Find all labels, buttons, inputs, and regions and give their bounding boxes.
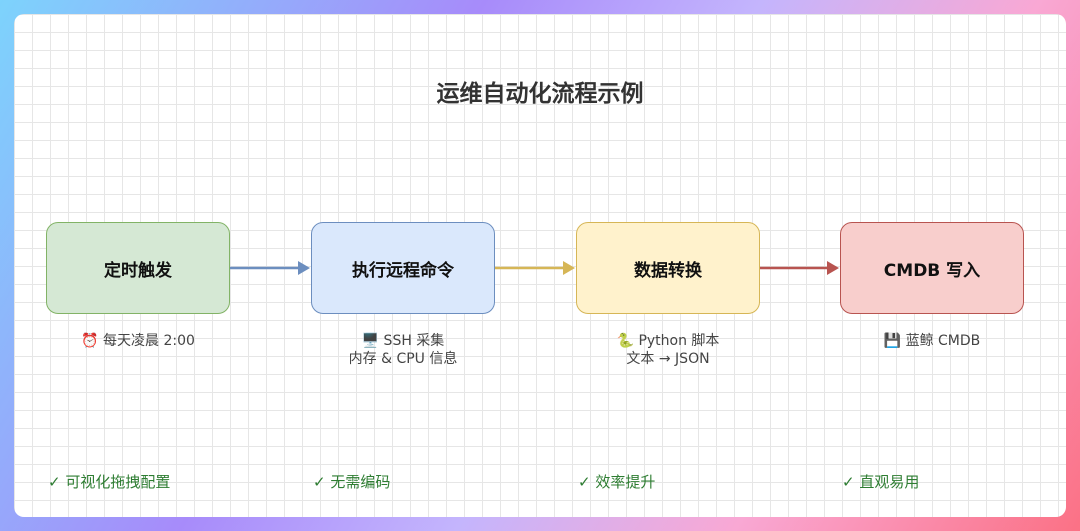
- benefit-easy-use: ✓ 直观易用: [842, 473, 920, 491]
- flow-arrows: [230, 261, 839, 275]
- node-remote-command[interactable]: 执行远程命令: [311, 222, 495, 314]
- benefit-no-code: ✓ 无需编码: [313, 473, 391, 491]
- diagram-title: 运维自动化流程示例: [436, 81, 644, 107]
- note-line: 内存 & CPU 信息: [348, 351, 458, 367]
- diagram-canvas: 运维自动化流程示例 定时触发 执行远程命令 数据转换 CMDB 写入 ⏰ 每天凌…: [14, 14, 1066, 517]
- note-transform: 🐍 Python 脚本 文本 → JSON: [538, 332, 798, 368]
- note-line: 文本 → JSON: [626, 351, 710, 367]
- arrow-remote-to-transform: [495, 261, 575, 275]
- benefit-efficiency: ✓ 效率提升: [578, 473, 656, 491]
- note-line: ⏰ 每天凌晨 2:00: [81, 333, 195, 349]
- node-data-transform[interactable]: 数据转换: [576, 222, 760, 314]
- note-remote: 🖥️ SSH 采集 内存 & CPU 信息: [273, 332, 533, 368]
- node-cmdb-write[interactable]: CMDB 写入: [840, 222, 1024, 314]
- arrow-trigger-to-remote: [230, 261, 310, 275]
- note-trigger: ⏰ 每天凌晨 2:00: [14, 332, 268, 350]
- note-line: 🖥️ SSH 采集: [361, 333, 445, 349]
- node-scheduled-trigger[interactable]: 定时触发: [46, 222, 230, 314]
- note-cmdb: 💾 蓝鲸 CMDB: [802, 332, 1062, 350]
- note-line: 🐍 Python 脚本: [616, 333, 720, 349]
- note-line: 💾 蓝鲸 CMDB: [883, 333, 981, 349]
- benefit-visual-drag: ✓ 可视化拖拽配置: [48, 473, 171, 491]
- arrow-transform-to-cmdb: [760, 261, 839, 275]
